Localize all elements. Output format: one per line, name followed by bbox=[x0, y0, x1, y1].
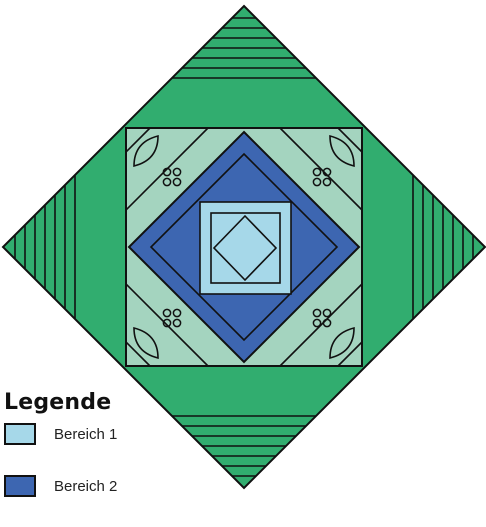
legend-swatch-bereich-1 bbox=[4, 423, 36, 445]
legend: Legende Bereich 1 Bereich 2 bbox=[4, 390, 194, 527]
legend-title: Legende bbox=[4, 390, 194, 415]
legend-item-bereich-1: Bereich 1 bbox=[4, 423, 194, 445]
legend-item-bereich-2: Bereich 2 bbox=[4, 475, 194, 497]
legend-swatch-bereich-2 bbox=[4, 475, 36, 497]
legend-label-bereich-1: Bereich 1 bbox=[54, 426, 117, 443]
